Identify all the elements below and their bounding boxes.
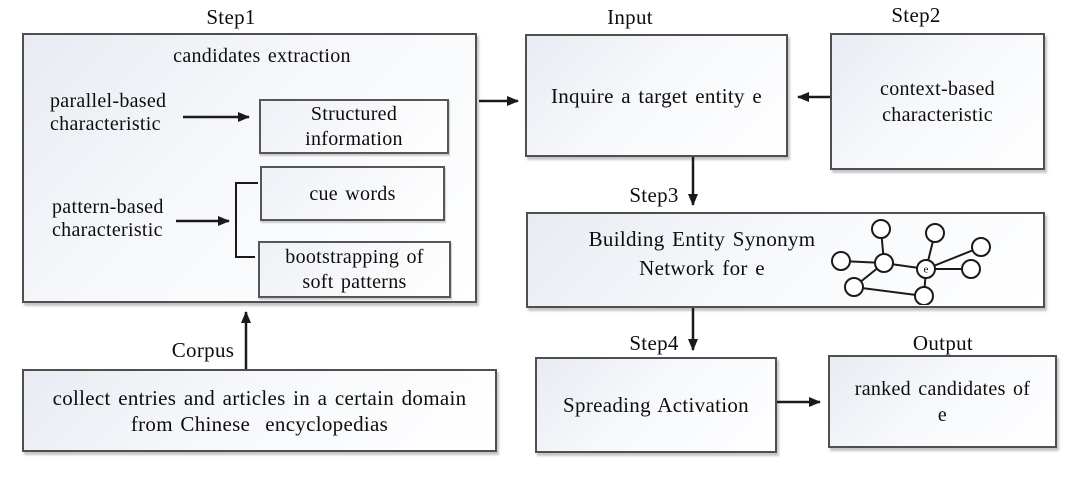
cue-words-text: cue words xyxy=(309,182,396,205)
cue-words-box: cue words xyxy=(260,166,445,221)
network-node-botleft xyxy=(844,277,864,297)
network-node-right xyxy=(961,259,981,279)
bootstrapping-box: bootstrapping of soft patterns xyxy=(258,241,451,298)
label-step4: Step4 xyxy=(629,331,679,355)
label-step1: Step1 xyxy=(206,5,256,29)
output-ranked-candidates-box: ranked candidates of e xyxy=(828,355,1057,448)
structured-information-text: Structured information xyxy=(305,102,403,150)
network-node-left xyxy=(831,251,851,271)
label-step3: Step3 xyxy=(629,183,679,207)
network-node-topleft xyxy=(871,219,891,239)
pattern-based-label: pattern-based characteristic xyxy=(52,196,164,241)
step1-candidates-extraction-box: candidates extraction parallel-based cha… xyxy=(22,33,477,303)
step4-spreading-activation-text: Spreading Activation xyxy=(563,393,749,417)
network-node-topright xyxy=(971,237,991,257)
corpus-collect-box: collect entries and articles in a certai… xyxy=(22,369,497,452)
structured-information-box: Structured information xyxy=(259,99,449,154)
bootstrapping-text: bootstrapping of soft patterns xyxy=(285,245,424,293)
label-corpus: Corpus xyxy=(171,338,235,362)
step2-context-based-box: context-based characteristic xyxy=(830,33,1045,170)
label-step2: Step2 xyxy=(891,3,941,27)
step3-synonym-network-text: Building Entity Synonym Network for e xyxy=(588,227,816,280)
step4-spreading-activation-box: Spreading Activation xyxy=(535,357,777,453)
corpus-collect-text: collect entries and articles in a certai… xyxy=(52,385,467,436)
candidates-extraction-title: candidates extraction xyxy=(173,45,351,67)
label-output: Output xyxy=(912,331,974,355)
synonym-network-icon: e xyxy=(831,219,991,305)
network-center-label: e xyxy=(924,264,929,276)
parallel-based-label: parallel-based characteristic xyxy=(50,90,167,135)
network-node-hub xyxy=(874,253,894,273)
input-inquire-box: Inquire a target entity e xyxy=(525,34,788,157)
network-node-bottom xyxy=(914,286,934,305)
output-ranked-candidates-text: ranked candidates of e xyxy=(854,377,1031,426)
network-node-center xyxy=(916,259,936,279)
input-inquire-text: Inquire a target entity e xyxy=(550,83,763,108)
network-edge xyxy=(853,286,925,297)
step3-synonym-network-box: Building Entity Synonym Network for e e xyxy=(526,212,1045,308)
network-node-topmid xyxy=(925,223,945,243)
label-input: Input xyxy=(607,5,653,29)
step2-context-based-text: context-based characteristic xyxy=(880,77,995,126)
